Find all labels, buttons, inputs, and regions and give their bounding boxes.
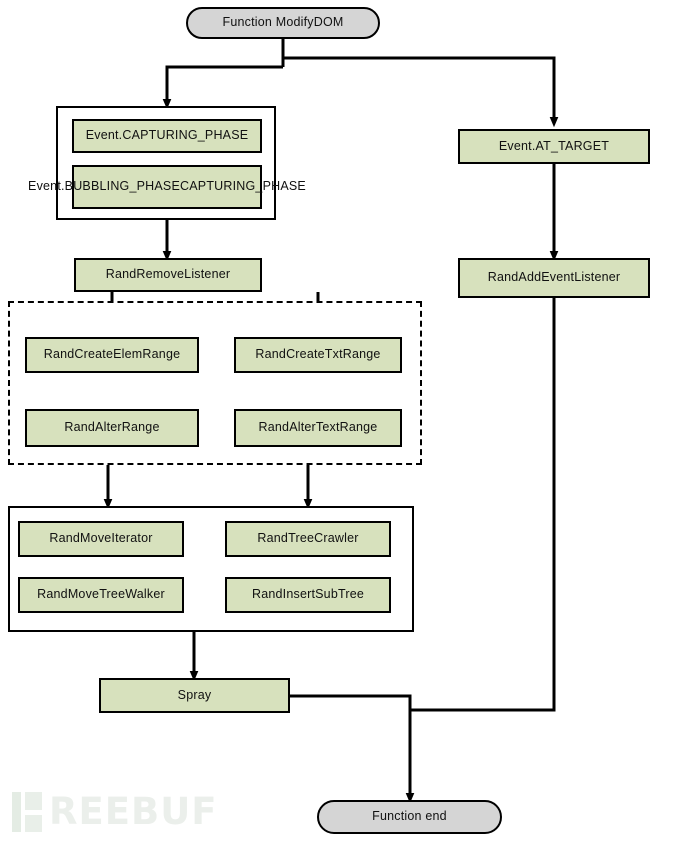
edge-start-to-capturing [162,65,283,110]
node-rand-create-txt-range-label: RandCreateTxtRange [255,347,381,362]
node-rand-move-tree-walker[interactable]: RandMoveTreeWalker [18,577,184,613]
node-rand-move-tree-walker-label: RandMoveTreeWalker [37,587,165,602]
node-capturing-phase[interactable]: Event.CAPTURING_PHASE [72,119,262,153]
node-rand-remove-listener[interactable]: RandRemoveListener [74,258,262,292]
node-end[interactable]: Function end [317,800,502,834]
node-at-target-label: Event.AT_TARGET [498,138,610,153]
edge-spray-to-end [290,694,415,804]
edge-start-to-at-target [283,56,559,128]
node-rand-alter-text-range-label: RandAlterTextRange [258,420,378,435]
node-spray[interactable]: Spray [99,678,290,713]
freebuf-logo-icon [12,792,42,832]
node-rand-create-txt-range[interactable]: RandCreateTxtRange [234,337,402,373]
node-end-label: Function end [372,809,447,824]
node-bubbling-phase[interactable]: Event.BUBBLING_PHASECAPTURING_PHASE [28,165,306,209]
node-rand-add-event-listener[interactable]: RandAddEventListener [458,258,650,298]
node-capturing-phase-label: Event.CAPTURING_PHASE [85,128,249,143]
node-at-target[interactable]: Event.AT_TARGET [458,129,650,164]
node-start-label: Function ModifyDOM [222,15,344,30]
freebuf-watermark: REEBUF [12,792,218,832]
node-rand-create-elem-range[interactable]: RandCreateElemRange [25,337,199,373]
node-rand-add-event-listener-label: RandAddEventListener [487,270,621,285]
logo-segment-icon [25,814,42,832]
node-rand-tree-crawler-label: RandTreeCrawler [257,531,359,546]
node-rand-tree-crawler[interactable]: RandTreeCrawler [225,521,391,557]
logo-bar-icon [12,792,21,832]
watermark-text: REEBUF [49,790,218,833]
node-rand-create-elem-range-label: RandCreateElemRange [43,347,181,362]
node-spray-label: Spray [177,687,212,702]
edge-add-listener-to-end-junction [410,298,556,712]
node-rand-insert-sub-tree[interactable]: RandInsertSubTree [225,577,391,613]
node-rand-insert-sub-tree-label: RandInsertSubTree [251,587,365,602]
node-start[interactable]: Function ModifyDOM [186,7,380,39]
node-bubbling-phase-label: Event.BUBBLING_PHASECAPTURING_PHASE [28,179,306,194]
node-rand-alter-range[interactable]: RandAlterRange [25,409,199,447]
node-rand-remove-listener-label: RandRemoveListener [105,267,231,282]
node-rand-move-iterator-label: RandMoveIterator [49,531,153,546]
node-rand-alter-range-label: RandAlterRange [64,420,160,435]
node-rand-alter-text-range[interactable]: RandAlterTextRange [234,409,402,447]
logo-stack-icon [25,792,42,832]
node-rand-move-iterator[interactable]: RandMoveIterator [18,521,184,557]
logo-segment-icon [25,792,42,810]
